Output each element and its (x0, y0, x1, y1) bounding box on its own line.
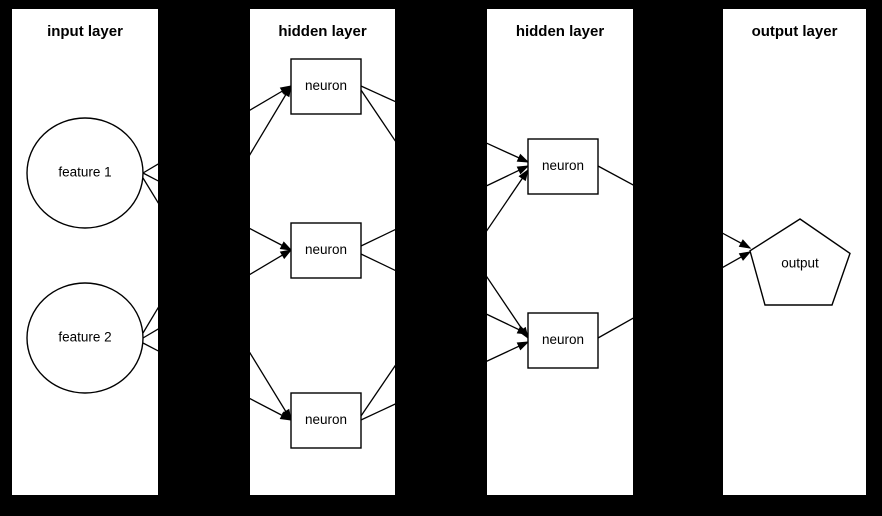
connection-h2n1-to-out1 (597, 165, 633, 186)
node-h2n2[interactable]: neuron (527, 312, 599, 369)
node-h1n3[interactable]: neuron (290, 392, 362, 449)
arrowhead-icon (279, 411, 293, 421)
arrowhead-icon (279, 249, 293, 260)
arrowhead-icon (516, 165, 530, 175)
node-shape-rect[interactable] (527, 312, 599, 369)
node-shape-ellipse[interactable] (26, 282, 144, 394)
node-shape-rect[interactable] (290, 58, 362, 115)
layer-panel-output: output layer output (723, 9, 866, 495)
connection-feature1-to-h1n1 (250, 85, 293, 111)
connection-h1n1-to-h2n2 (487, 275, 529, 340)
layer-graphics-input: feature 1 feature 2 (26, 117, 158, 394)
connection-h1n1-to-h2n1 (360, 85, 395, 103)
arrowhead-icon (516, 153, 530, 163)
connection-feature2-to-h1n3 (142, 342, 158, 352)
connection-h1n2-to-h2n1 (487, 165, 530, 187)
arrowhead-icon (518, 168, 529, 182)
node-label-h2n1: neuron (542, 158, 584, 173)
layer-title-input: input layer (47, 23, 123, 40)
node-label-h1n3: neuron (305, 412, 347, 427)
node-feature1[interactable]: feature 1 (26, 117, 144, 229)
connection-h1n2-to-h2n2 (487, 313, 530, 335)
connection-feature2-to-h1n2 (142, 328, 158, 339)
arrowhead-icon (738, 251, 752, 261)
arrowhead-icon (281, 84, 292, 98)
connection-h1n3-to-h2n2 (487, 341, 530, 362)
node-shape-pentagon[interactable] (749, 218, 851, 306)
arrowhead-icon (516, 341, 530, 351)
connection-h1n3-to-h2n1 (487, 168, 529, 232)
layer-panel-input: input layer feature 1 feature 2 (12, 9, 158, 495)
node-label-h1n1: neuron (305, 78, 347, 93)
connection-feature2-to-h1n1 (250, 84, 292, 156)
node-shape-rect[interactable] (527, 138, 599, 195)
arrowhead-icon (738, 239, 752, 249)
layer-title-output: output layer (751, 23, 838, 40)
node-h1n2[interactable]: neuron (290, 222, 362, 279)
connection-h2n2-to-out1 (723, 251, 752, 269)
node-label-feature2: feature 2 (58, 330, 111, 345)
connection-feature1-to-h1n3 (142, 177, 158, 204)
connection-h1n3-to-h2n1 (360, 364, 395, 417)
connection-h1n1-to-h2n1 (487, 142, 530, 163)
connection-feature1-to-h1n3 (250, 351, 292, 422)
layer-graphics-hidden2: neuron neuron (487, 138, 633, 369)
connection-feature1-to-h1n2 (142, 172, 158, 182)
node-shape-rect[interactable] (290, 392, 362, 449)
node-shape-ellipse[interactable] (26, 117, 144, 229)
layer-panel-hidden2: hidden layer neuron neuron (487, 9, 633, 495)
node-out1[interactable]: output (749, 218, 851, 306)
node-shape-rect[interactable] (290, 222, 362, 279)
connection-feature1-to-h1n2 (250, 227, 293, 251)
connection-h2n1-to-out1 (723, 232, 752, 249)
connection-feature2-to-h1n2 (250, 249, 293, 276)
connection-h1n2-to-h2n2 (360, 253, 395, 272)
connection-h1n3-to-h2n2 (360, 403, 395, 421)
layer-graphics-hidden1: neuron neuron neuron (250, 58, 395, 449)
layer-panel-hidden1: hidden layer neuron neuron neuron (250, 9, 395, 495)
node-label-h2n2: neuron (542, 332, 584, 347)
arrowhead-icon (279, 241, 293, 251)
connection-feature2-to-h1n1 (142, 306, 158, 334)
layer-title-hidden2: hidden layer (515, 23, 605, 40)
node-feature2[interactable]: feature 2 (26, 282, 144, 394)
node-label-feature1: feature 1 (58, 165, 111, 180)
node-h1n1[interactable]: neuron (290, 58, 362, 115)
connection-feature2-to-h1n3 (250, 397, 293, 421)
node-h2n1[interactable]: neuron (527, 138, 599, 195)
connection-h1n2-to-h2n1 (360, 228, 395, 247)
layer-title-hidden1: hidden layer (278, 23, 367, 40)
connection-feature1-to-h1n1 (142, 163, 158, 174)
connection-h1n1-to-h2n2 (360, 89, 395, 142)
layer-graphics-output: output (723, 218, 851, 306)
arrowhead-icon (516, 325, 530, 335)
node-label-h1n2: neuron (305, 242, 347, 257)
node-label-out1: output (781, 256, 819, 271)
connection-h2n2-to-out1 (597, 317, 633, 339)
